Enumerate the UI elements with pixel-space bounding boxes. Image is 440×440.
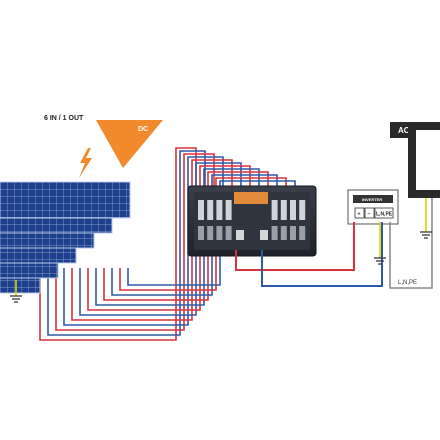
ac-line-label: L,N,PE	[398, 280, 417, 286]
ground-icon	[420, 198, 432, 239]
lightning-icon	[79, 148, 92, 178]
connector	[198, 226, 204, 240]
string-wire	[47, 150, 206, 336]
connector	[271, 226, 278, 240]
box-components	[198, 200, 306, 240]
connector	[207, 226, 214, 240]
fuse-holder	[216, 200, 223, 220]
fuse-holder	[271, 200, 278, 220]
fuse-holder	[198, 200, 204, 220]
connector	[299, 226, 306, 240]
orange-terminal-block	[234, 192, 268, 204]
connector	[216, 226, 223, 240]
solar-panel	[0, 181, 131, 219]
connector	[225, 226, 232, 240]
fuse-holder	[225, 200, 232, 220]
diagram-title: 6 IN / 1 OUT	[44, 115, 84, 122]
ground-icon	[10, 280, 22, 303]
terminal-positive: +	[358, 212, 361, 218]
connector	[280, 226, 287, 240]
combiner-box	[187, 185, 317, 257]
string-wire	[39, 147, 197, 341]
fuse-holder	[280, 200, 287, 220]
meter-label: INVERTER	[362, 197, 382, 202]
dc-label: DC	[138, 126, 148, 133]
fuse-holder	[290, 200, 296, 220]
terminal-lnpe: L,N,PE	[376, 212, 393, 218]
output-wires	[235, 198, 433, 289]
meter-display	[353, 195, 393, 203]
ac-unit: AC	[390, 122, 440, 198]
inverter-meter: INVERTER + − L,N,PE	[347, 189, 399, 225]
dc-triangle	[96, 120, 163, 168]
connector	[290, 226, 296, 240]
terminal-negative: −	[368, 212, 371, 218]
solar-panel-array	[0, 181, 131, 294]
fuse-holder	[299, 200, 306, 220]
ground-icon	[374, 222, 386, 265]
ac-label: AC	[398, 126, 410, 135]
fuse-holder	[207, 200, 214, 220]
